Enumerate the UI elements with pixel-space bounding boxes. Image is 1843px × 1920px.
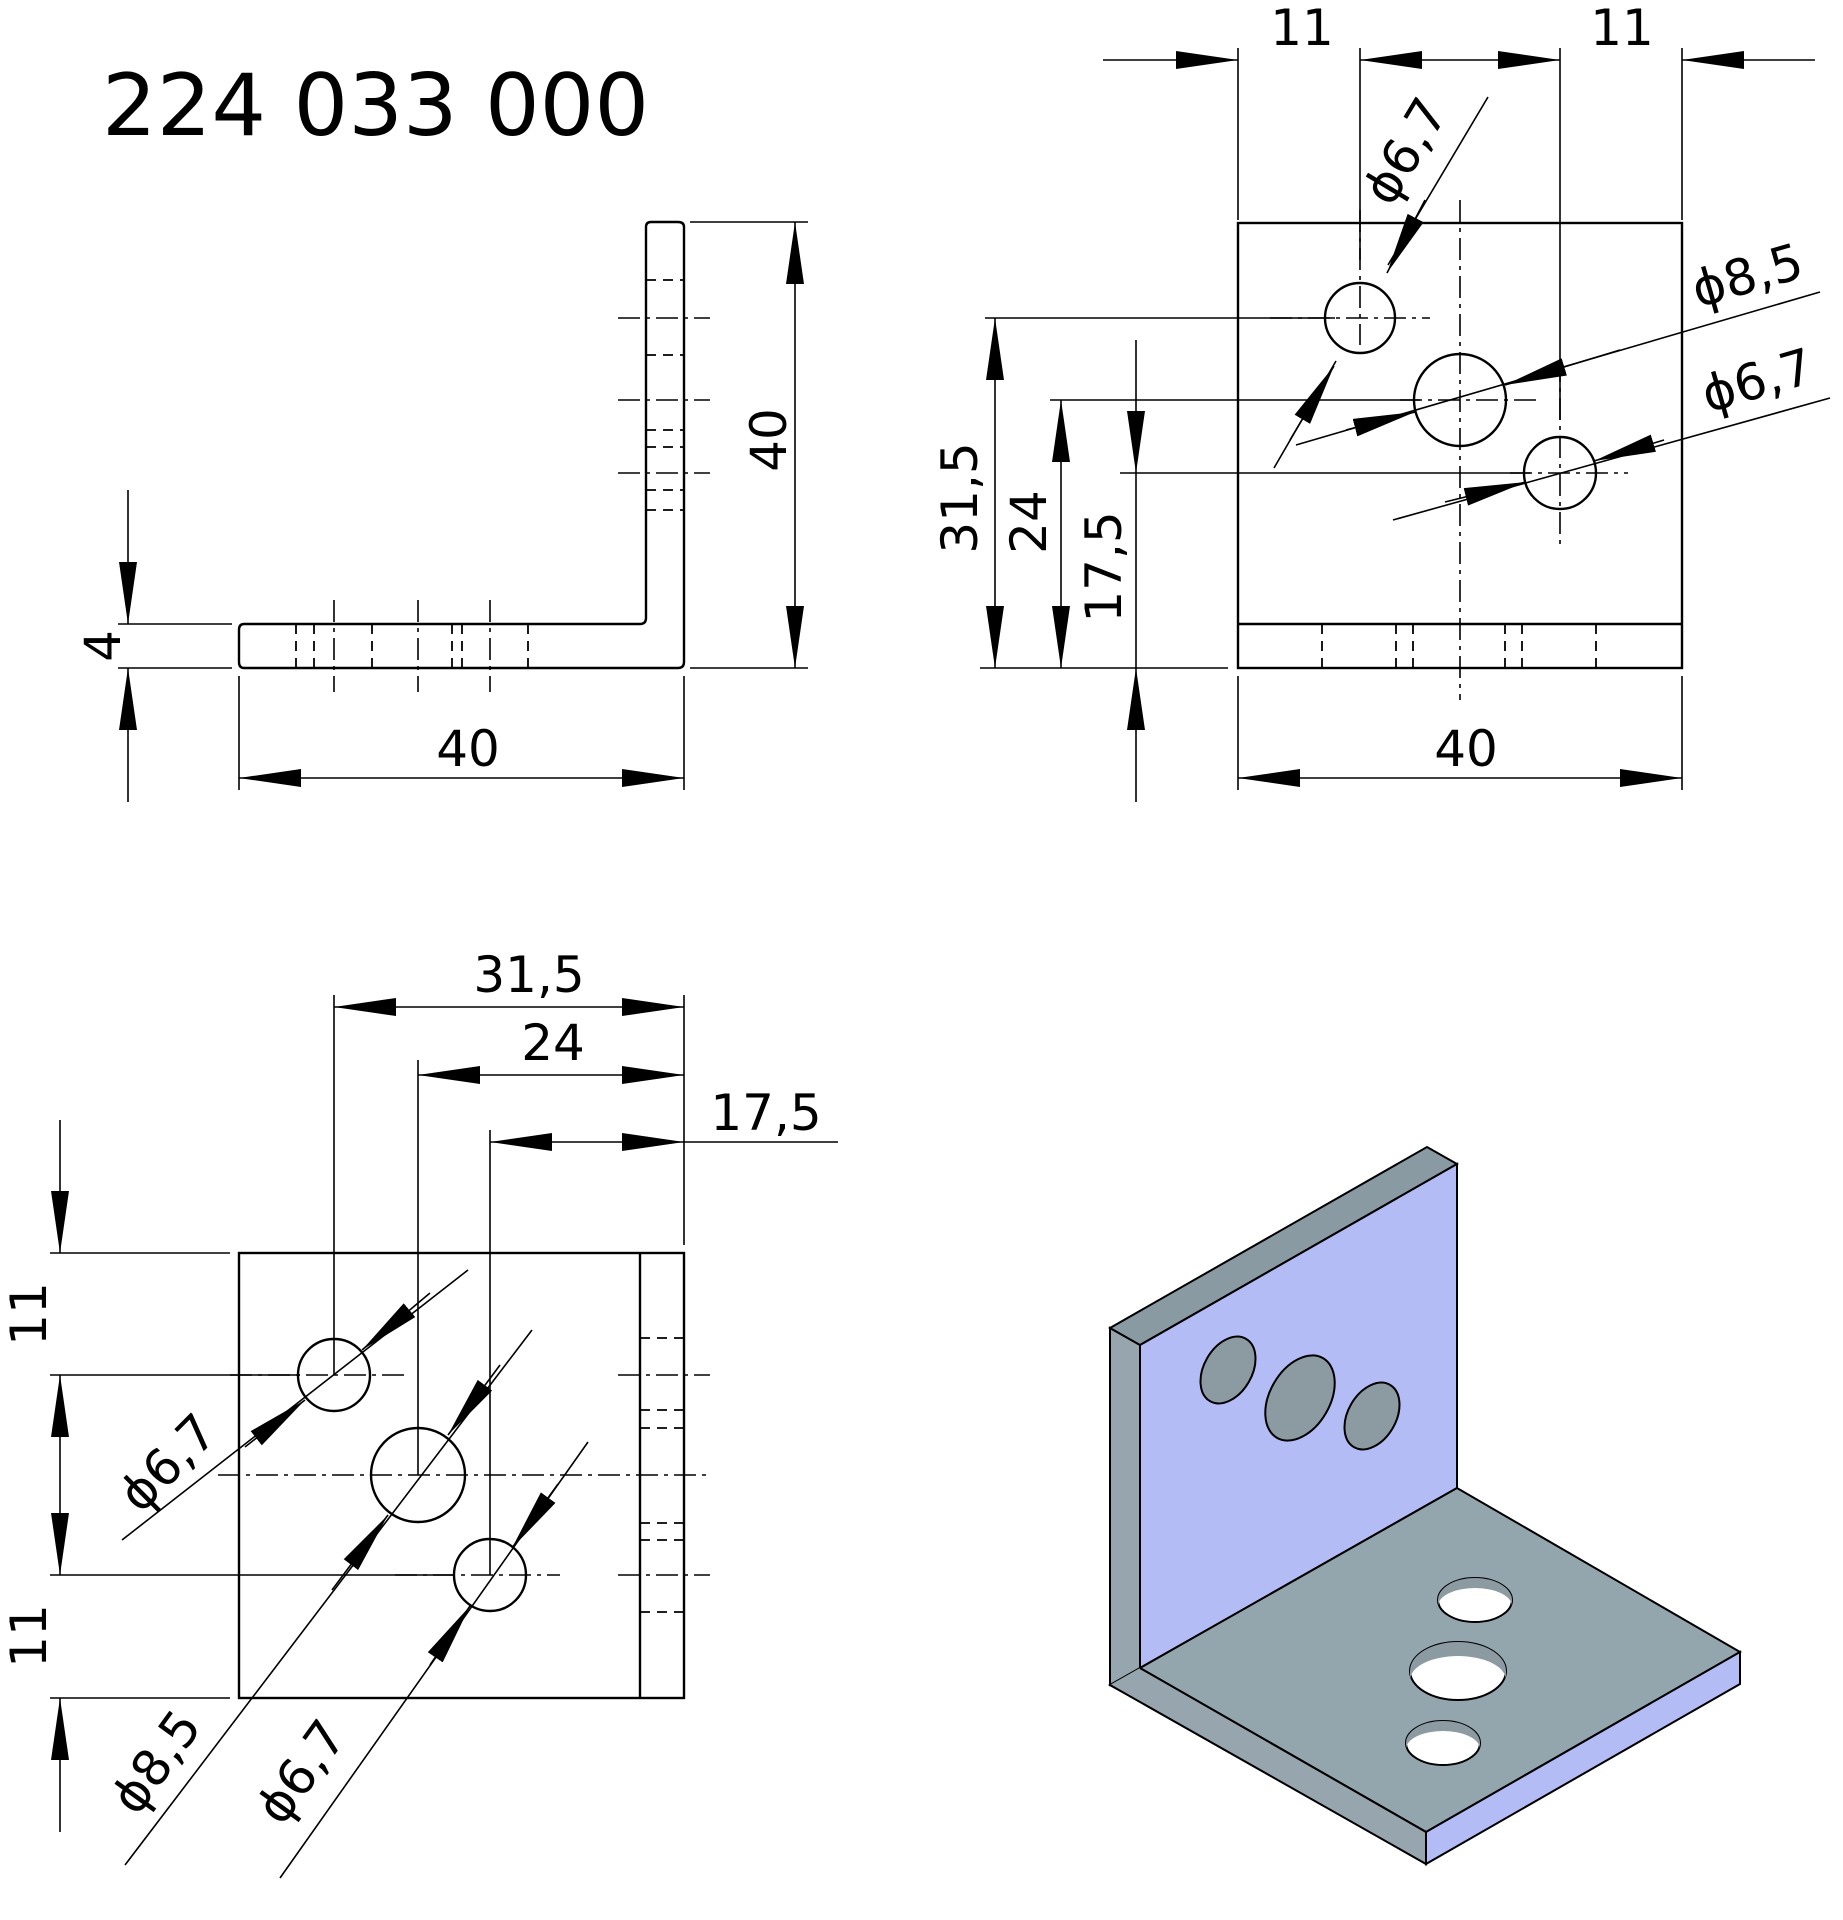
- side-view-height-dimension: 40: [690, 221, 808, 669]
- front-view-middle-hole-height-label: 24: [1000, 490, 1058, 554]
- part-number-title: 224 033 000: [102, 56, 649, 156]
- top-view-upper-spacing-label: 11: [0, 1282, 58, 1346]
- front-view-spacing-dimensions: 11 11: [1103, 0, 1815, 420]
- top-view-middle-hole-offset-label: 24: [521, 1014, 585, 1072]
- top-view-hole-top-label: ϕ6,7: [108, 1403, 229, 1524]
- top-view-bottom-hole-offset-label: 17,5: [710, 1084, 821, 1142]
- iso-horizontal-holes: [1405, 1577, 1513, 1766]
- top-view-diameter-leaders: ϕ6,7 ϕ8,5 ϕ6,7: [100, 1269, 589, 1879]
- side-view: 40 4 40: [74, 220, 808, 802]
- top-view-spacing-dimensions: 11 11: [0, 1120, 455, 1832]
- front-view: 11 11 ϕ6,7 ϕ8,5 ϕ6,7: [931, 0, 1831, 802]
- side-view-width-label: 40: [436, 720, 500, 778]
- front-view-height-dimensions: 31,5 24 17,5: [931, 317, 1530, 802]
- top-view-hole-bottom-label: ϕ6,7: [245, 1709, 358, 1834]
- iso-vertical-holes: [1199, 1335, 1401, 1451]
- front-view-hole-top-label: ϕ6,7: [1352, 88, 1460, 214]
- front-view-width-label: 40: [1434, 720, 1498, 778]
- side-view-hidden-holes-vertical: [618, 279, 710, 511]
- isometric-view: [1107, 1145, 1743, 1866]
- top-view: 31,5 24 17,5 11 11 ϕ6: [0, 946, 838, 1879]
- front-view-width-dimension: 40: [1237, 676, 1683, 790]
- front-view-bottom-hole-height-label: 17,5: [1075, 511, 1133, 622]
- side-view-width-dimension: 40: [238, 676, 685, 790]
- front-view-right-spacing-label: 11: [1590, 0, 1654, 57]
- front-view-diameter-leaders: ϕ6,7 ϕ8,5 ϕ6,7: [1273, 88, 1831, 521]
- front-view-hole-middle-label: ϕ8,5: [1685, 232, 1809, 319]
- iso-horizontal-leg-left-edge: [1109, 1667, 1427, 1866]
- top-view-offset-dimensions: 31,5 24 17,5: [333, 946, 838, 1575]
- side-view-hidden-holes-horizontal: [295, 600, 529, 692]
- front-view-hole-bottom-label: ϕ6,7: [1695, 337, 1819, 424]
- front-view-top-hole-height-label: 31,5: [931, 442, 989, 553]
- iso-vertical-leg-side: [1109, 1326, 1141, 1687]
- side-view-outline: [237, 220, 686, 670]
- top-view-lower-spacing-label: 11: [0, 1604, 58, 1668]
- front-view-left-spacing-label: 11: [1270, 0, 1334, 57]
- top-view-hole-middle-label: ϕ8,5: [100, 1699, 213, 1824]
- side-view-thickness-label: 4: [74, 630, 132, 662]
- top-view-hidden-holes: [640, 1337, 684, 1613]
- side-view-height-label: 40: [740, 408, 798, 472]
- top-view-top-hole-offset-label: 31,5: [473, 946, 584, 1004]
- front-view-hidden-holes: [1321, 624, 1597, 668]
- side-view-thickness-dimension: 4: [74, 490, 232, 802]
